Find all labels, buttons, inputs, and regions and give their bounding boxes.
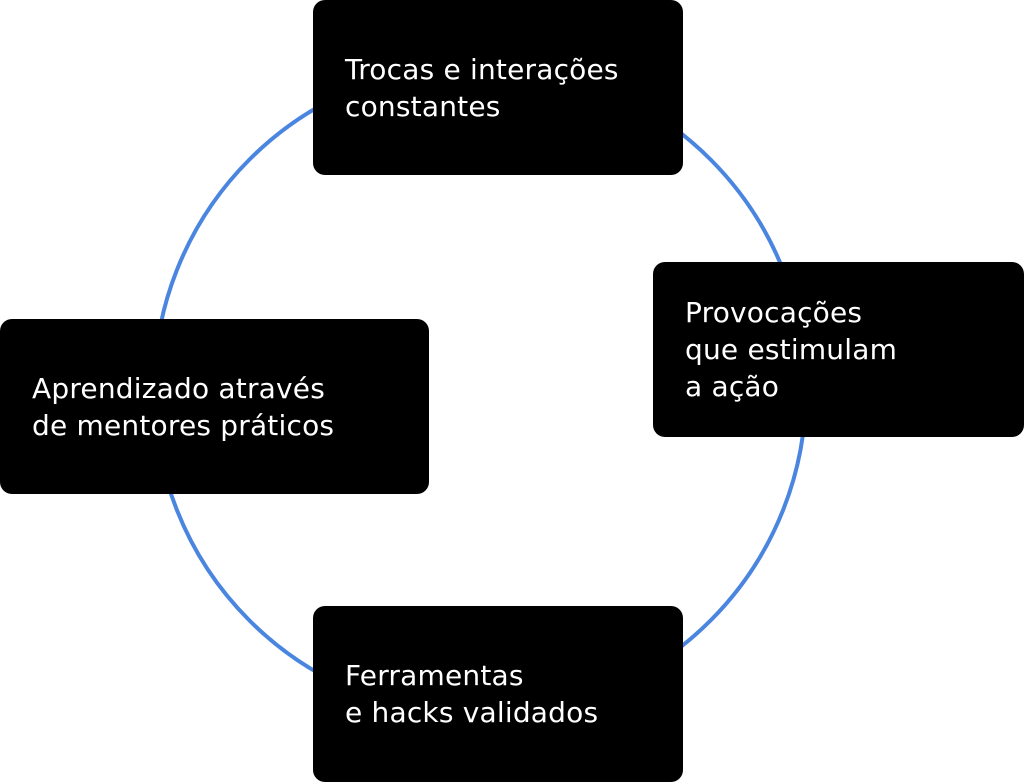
node-left-line-1: Aprendizado através bbox=[32, 371, 326, 405]
node-right-line-2: que estimulam bbox=[685, 333, 898, 366]
node-top-box: Trocas e interações constantes bbox=[313, 0, 683, 175]
node-bottom-line-1: Ferramentas bbox=[345, 659, 524, 692]
node-bottom-line-2: e hacks validados bbox=[345, 696, 599, 729]
node-bottom-box: Ferramentas e hacks validados bbox=[313, 606, 683, 782]
node-top-line-1: Trocas e interações bbox=[345, 52, 619, 86]
node-top-label: Trocas e interações constantes bbox=[345, 51, 619, 125]
node-left-label: Aprendizado através de mentores práticos bbox=[32, 370, 334, 444]
node-left-line-2: de mentores práticos bbox=[32, 408, 335, 442]
node-bottom-label: Ferramentas e hacks validados bbox=[345, 657, 598, 731]
node-right-label: Provocações que estimulam a ação bbox=[685, 294, 897, 405]
node-right-line-3: a ação bbox=[685, 370, 780, 403]
node-right-box: Provocações que estimulam a ação bbox=[653, 262, 1024, 437]
node-left-box: Aprendizado através de mentores práticos bbox=[0, 319, 429, 494]
node-right-line-1: Provocações bbox=[685, 296, 863, 329]
node-top-line-2: constantes bbox=[345, 89, 501, 123]
